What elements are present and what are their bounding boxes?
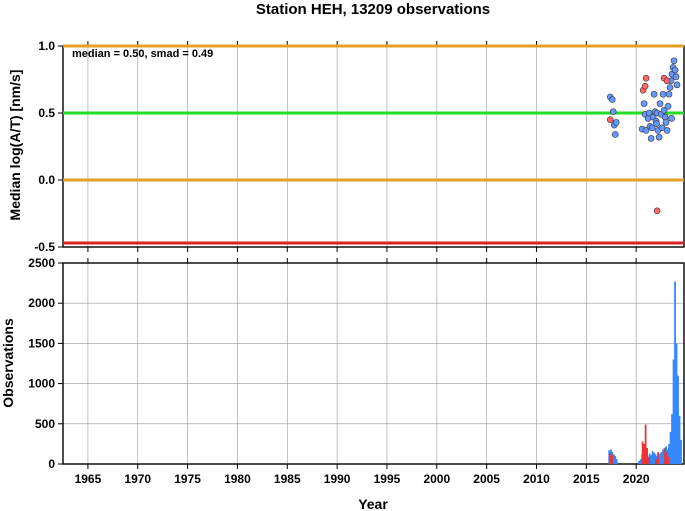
data-point (655, 133, 663, 141)
histogram-bar (662, 449, 664, 464)
histogram-bar (667, 456, 670, 464)
data-point (611, 131, 619, 138)
y-tick-label: 0 (48, 457, 55, 471)
histogram-bar (675, 343, 678, 464)
histogram-bar (659, 453, 661, 464)
x-tick-label: 1995 (374, 472, 401, 486)
histogram-bar (651, 451, 654, 464)
histogram-bar (657, 451, 659, 464)
x-tick-label: 1980 (224, 472, 251, 486)
y-axis-label-observations: Observations (0, 318, 16, 408)
x-tick-label: 1985 (274, 472, 301, 486)
plot-frame (62, 262, 685, 465)
histogram-bar (643, 443, 646, 464)
x-tick-label: 1965 (75, 472, 102, 486)
histogram-bar (666, 449, 669, 464)
y-tick-label: 2000 (28, 296, 55, 310)
stats-annotation: median = 0.50, smad = 0.49 (72, 48, 213, 60)
y-tick-label: 1500 (28, 336, 55, 350)
histogram-bar (678, 415, 681, 464)
y-axis-label-median: Median log(A/T) [nm/s] (7, 70, 23, 221)
y-tick-label: 0.0 (38, 173, 55, 187)
data-point (666, 84, 674, 91)
histogram-bar (669, 431, 672, 464)
histogram-bar (680, 439, 682, 464)
histogram-bar (665, 452, 668, 464)
data-point (653, 207, 661, 215)
histogram-bar (671, 414, 673, 464)
data-point (671, 66, 679, 74)
data-point (647, 135, 655, 142)
data-point (641, 82, 649, 90)
x-axis-label: Year (358, 496, 388, 511)
data-point (653, 120, 660, 128)
histogram-bar (644, 424, 647, 464)
data-point (609, 108, 617, 115)
histogram-bar (614, 455, 617, 464)
data-point (606, 116, 614, 123)
y-tick-label: 2500 (28, 256, 55, 270)
histogram-bar (608, 450, 611, 464)
histogram-bar (611, 455, 614, 464)
y-tick-label: 500 (35, 417, 55, 431)
y-tick-label: 1.0 (38, 39, 55, 53)
plot-frame (62, 45, 685, 248)
histogram-bar (668, 443, 670, 464)
data-point (662, 119, 670, 126)
data-point (670, 57, 678, 65)
histogram-bar (677, 375, 679, 464)
x-tick-label: 2005 (473, 472, 500, 486)
histogram-bar (660, 451, 663, 464)
data-point (660, 107, 668, 114)
histogram-bar (647, 456, 650, 464)
data-point (642, 74, 650, 82)
x-tick-label: 2015 (573, 472, 600, 486)
histogram-bar (656, 455, 658, 464)
histogram-bar (609, 453, 612, 464)
y-tick-label: 1000 (28, 377, 55, 391)
data-point (663, 127, 671, 134)
x-tick-label: 1975 (174, 472, 201, 486)
histogram-bar (646, 447, 649, 464)
histogram-bar (638, 460, 641, 464)
data-point (659, 90, 667, 98)
data-point (642, 127, 650, 134)
x-tick-label: 1990 (324, 472, 351, 486)
chart-title: Station HEH, 13209 observations (256, 1, 490, 18)
histogram-bar (664, 448, 666, 464)
histogram-bar (655, 459, 657, 464)
histogram-bar (615, 459, 618, 464)
data-point (648, 124, 656, 132)
y-tick-label: -0.5 (34, 240, 55, 254)
y-tick-label: 0.5 (38, 106, 55, 120)
histogram-bar (672, 359, 675, 464)
data-point (664, 103, 672, 110)
data-point (650, 90, 658, 98)
data-point (658, 124, 666, 132)
data-point (656, 100, 664, 107)
x-tick-label: 2020 (623, 472, 650, 486)
x-tick-label: 2010 (523, 472, 550, 486)
data-point (612, 119, 620, 126)
histogram-bar (641, 441, 644, 464)
data-point (640, 100, 648, 107)
data-point (661, 113, 669, 121)
x-tick-label: 2000 (423, 472, 450, 486)
x-tick-label: 1970 (124, 472, 151, 486)
histogram-bar (612, 454, 615, 464)
data-point (672, 73, 680, 81)
data-point (608, 96, 616, 103)
histogram-bar (648, 456, 651, 464)
data-point (665, 90, 673, 98)
data-point (673, 81, 681, 89)
histogram-bar (650, 455, 653, 464)
data-point (668, 115, 675, 122)
median-panel: -0.5 0.0 0.5 1.0 (34, 39, 685, 254)
histogram-bar (639, 459, 642, 464)
observations-panel: 1965 1970 1975 1980 1985 1990 1995 2000 2005 2010… (28, 256, 685, 486)
data-point (663, 77, 671, 85)
histogram-bar (674, 281, 676, 464)
histogram-bar (653, 452, 655, 464)
